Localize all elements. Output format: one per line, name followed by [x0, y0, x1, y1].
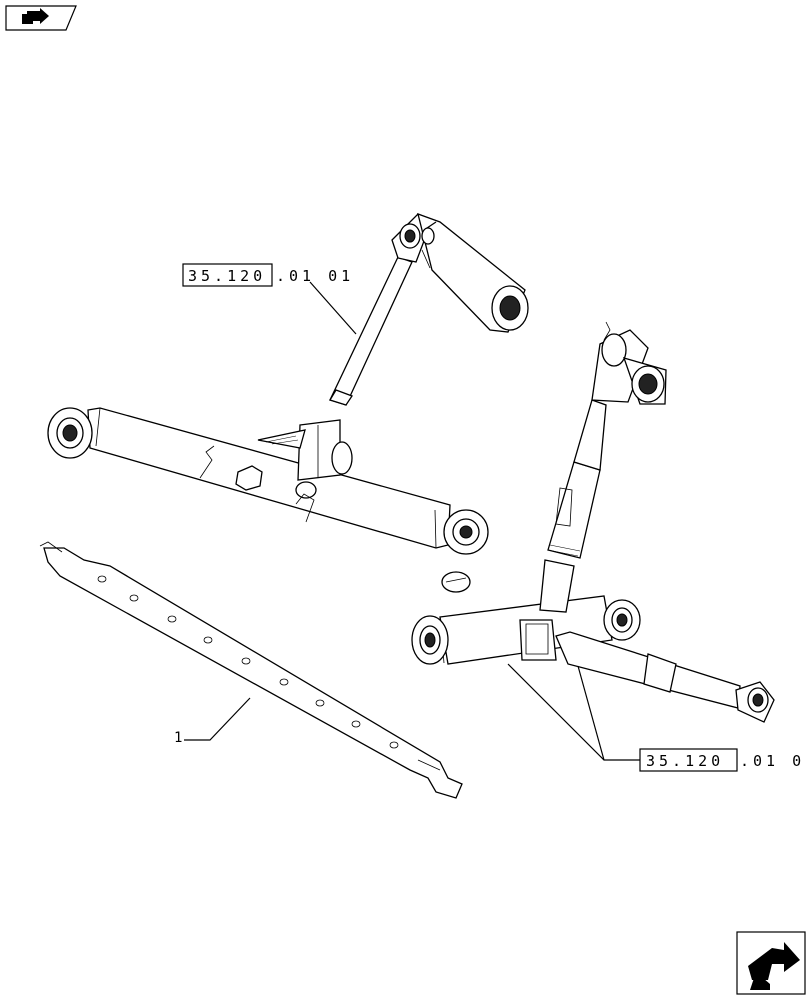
ref-box-top — [182, 263, 273, 287]
callout-ref-top[interactable]: 35.120 .01 01 — [182, 263, 357, 335]
top-link-assembly-upper — [47, 212, 529, 555]
ref-top-suffix-text: .01 01 — [276, 267, 354, 285]
next-page-button[interactable] — [736, 931, 806, 995]
callout-ref-bottom[interactable]: 35.120 .01 0 — [507, 663, 805, 772]
previous-page-arrow-icon — [22, 8, 49, 24]
drawbar-part-1 — [39, 541, 463, 799]
prev-page-button[interactable] — [5, 5, 77, 31]
ref-bottom-boxed-text: 35.120 — [646, 752, 724, 770]
next-page-arrow-icon — [748, 942, 800, 990]
ref-bottom-suffix-text: .01 0 — [740, 752, 805, 770]
top-link-assembly-lower — [411, 321, 775, 723]
callout-item-1[interactable]: 1 — [174, 697, 251, 746]
ref-top-boxed-text: 35.120 — [188, 267, 266, 285]
item-1-label: 1 — [174, 730, 182, 746]
